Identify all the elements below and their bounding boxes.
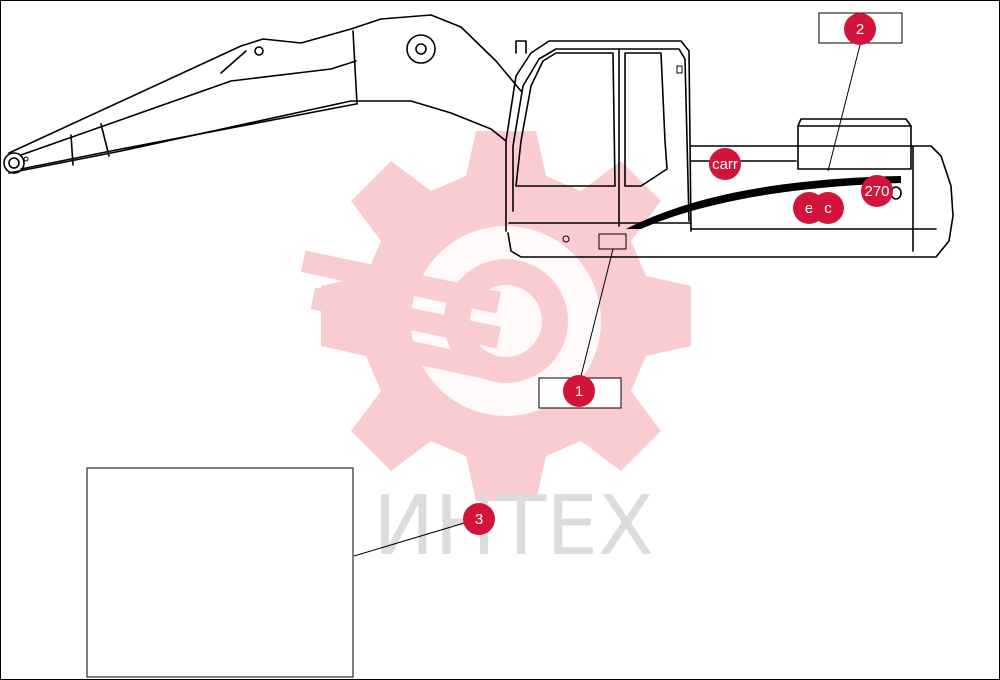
callout-marker-1[interactable]: 1 [563,375,595,407]
excavator-cab [505,40,692,232]
leader-line-2 [827,40,862,172]
leader-line-1 [578,248,614,385]
svg-text:1: 1 [575,383,583,400]
hotspot-marker-c[interactable]: c [812,192,844,224]
hotspot-marker-270[interactable]: 270 [861,175,893,207]
watermark-text: ИНТЕХ [373,479,654,574]
hotspot-marker-carr[interactable]: carr [709,148,741,180]
svg-text:carr: carr [712,156,738,173]
label-box-3 [86,467,354,678]
svg-text:e: e [805,200,813,217]
leader-line-3 [353,520,472,557]
callout-marker-2[interactable]: 2 [844,13,876,45]
excavator-boom [3,14,522,174]
svg-text:c: c [824,200,832,217]
svg-text:270: 270 [864,183,889,200]
svg-text:2: 2 [856,21,864,38]
callout-marker-3[interactable]: 3 [463,503,495,535]
svg-text:3: 3 [475,511,483,528]
